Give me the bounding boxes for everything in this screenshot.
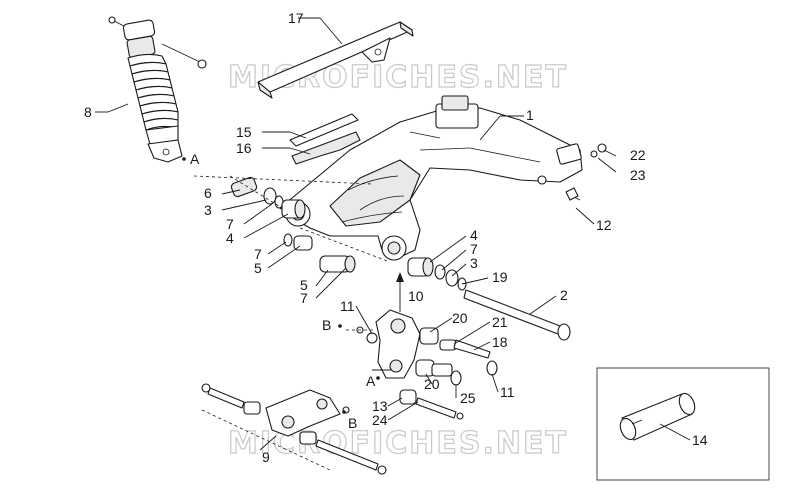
callout-5-center: 5 bbox=[254, 260, 262, 276]
callout-16: 16 bbox=[236, 140, 252, 156]
callout-25: 25 bbox=[460, 390, 476, 406]
linkage-arrow bbox=[396, 272, 404, 312]
chain-slider-parts bbox=[289, 113, 361, 165]
callout-9: 9 bbox=[262, 449, 270, 465]
callout-11-lower: 11 bbox=[500, 384, 515, 400]
callout-19: 19 bbox=[492, 269, 508, 285]
callout-7-lower: 7 bbox=[300, 290, 308, 306]
ref-b-rocker: B bbox=[322, 317, 331, 333]
callout-4-right: 4 bbox=[470, 227, 478, 243]
callout-8: 8 bbox=[84, 104, 92, 120]
ref-b-lower: B bbox=[348, 415, 357, 431]
callout-24: 24 bbox=[372, 412, 388, 428]
chain-guard-part bbox=[257, 21, 414, 99]
center-bushings-upper bbox=[283, 233, 356, 273]
callout-11-upper: 11 bbox=[340, 298, 355, 314]
callout-13: 13 bbox=[372, 398, 388, 414]
callout-18: 18 bbox=[492, 334, 508, 350]
ref-a-link: A bbox=[366, 373, 376, 389]
tool-box bbox=[596, 367, 770, 481]
callout-7-center: 7 bbox=[254, 246, 262, 262]
callout-6: 6 bbox=[204, 185, 212, 201]
ref-a-shock: A bbox=[190, 151, 200, 167]
callout-7-left: 7 bbox=[226, 216, 234, 232]
callout-21: 21 bbox=[492, 314, 508, 330]
callout-5-lower: 5 bbox=[300, 277, 308, 293]
callout-leaders bbox=[95, 17, 691, 451]
callout-10: 10 bbox=[408, 288, 424, 304]
callout-20-lower: 20 bbox=[424, 376, 440, 392]
callout-17: 17 bbox=[288, 10, 304, 26]
callout-3-left: 3 bbox=[204, 202, 212, 218]
shock-absorber-part bbox=[108, 16, 207, 163]
watermark-top: MICROFICHES.NET bbox=[228, 60, 568, 95]
left-pivot-bushings bbox=[230, 176, 306, 219]
callout-1: 1 bbox=[526, 107, 534, 123]
linkage-bushings bbox=[399, 327, 498, 420]
callout-labels: 17 8 1 15 16 22 23 6 3 7 4 12 7 5 4 7 3 … bbox=[84, 10, 708, 465]
right-pivot-bushings bbox=[407, 257, 467, 291]
callout-4-left: 4 bbox=[226, 230, 234, 246]
callout-20-upper: 20 bbox=[452, 310, 468, 326]
callout-23: 23 bbox=[630, 167, 646, 183]
reference-markers: A A B B bbox=[182, 151, 380, 431]
callout-2: 2 bbox=[560, 287, 568, 303]
callout-12: 12 bbox=[596, 217, 612, 233]
swingarm-part bbox=[279, 95, 583, 261]
linkage-rocker-part bbox=[356, 309, 421, 379]
lower-link-part bbox=[201, 383, 387, 475]
callout-3-right: 3 bbox=[470, 255, 478, 271]
pivot-spindle-part bbox=[463, 289, 571, 341]
callout-14: 14 bbox=[692, 432, 708, 448]
callout-7-right: 7 bbox=[470, 241, 478, 257]
callout-22: 22 bbox=[630, 147, 646, 163]
assembly-guides bbox=[193, 175, 401, 471]
callout-15: 15 bbox=[236, 124, 252, 140]
